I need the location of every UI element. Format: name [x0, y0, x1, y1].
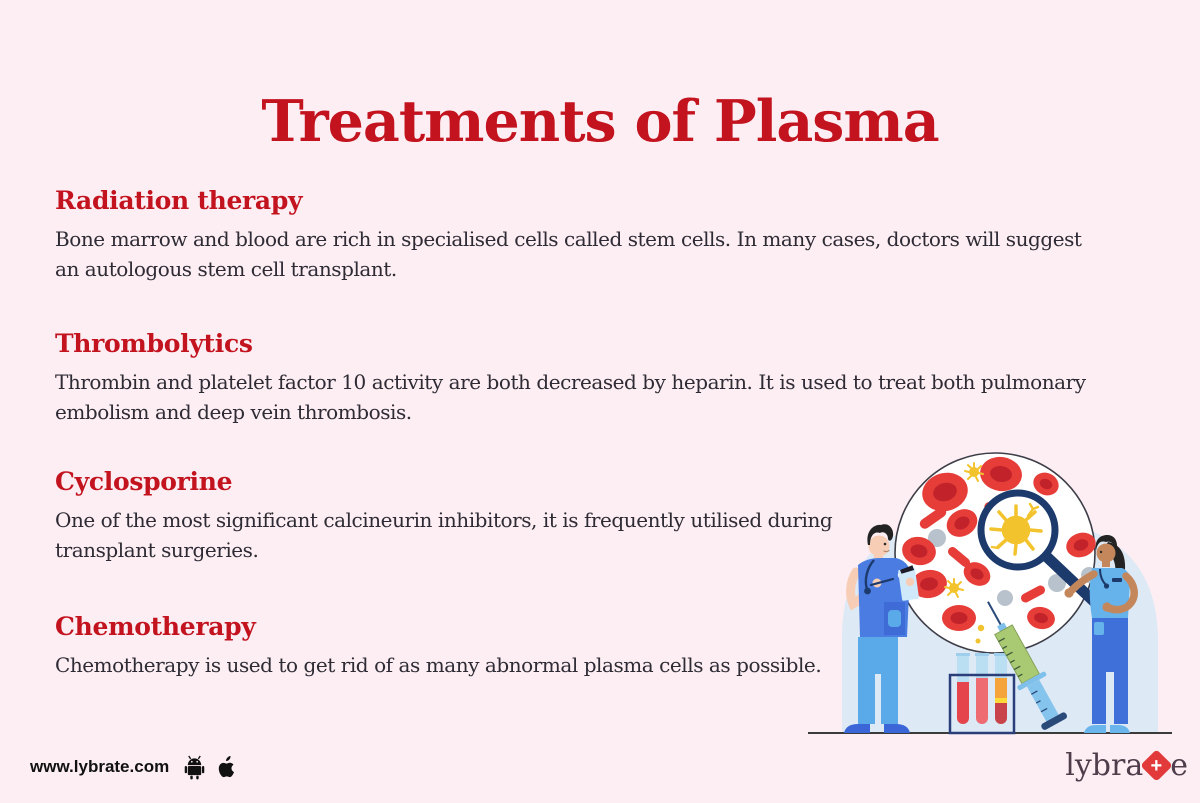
- virus-cell-icon: [944, 462, 984, 598]
- section-heading: Radiation therapy: [55, 186, 303, 215]
- doctor-male-figure: [844, 524, 919, 733]
- logo-text-after: e: [1170, 747, 1188, 783]
- hair: [1095, 535, 1118, 551]
- section-body: Bone marrow and blood are rich in specia…: [55, 227, 1082, 281]
- section-body: Chemotherapy is used to get rid of as ma…: [55, 653, 822, 677]
- section-heading: Chemotherapy: [55, 612, 256, 641]
- section-radiation-therapy: Radiation therapy Bone marrow and blood …: [55, 186, 1100, 284]
- page-title: Treatments of Plasma: [261, 88, 939, 156]
- footer-left: www.lybrate.com: [30, 752, 237, 782]
- hair: [867, 524, 894, 545]
- test-tube-rack: [948, 653, 1016, 735]
- magnifying-glass: [977, 489, 1128, 634]
- logo-text-before: lybra: [1065, 747, 1144, 783]
- droplet-icon: [975, 638, 981, 644]
- section-thrombolytics: Thrombolytics Thrombin and platelet fact…: [55, 329, 1115, 427]
- apple-icon: [216, 755, 237, 780]
- medical-illustration: [800, 432, 1200, 752]
- droplet-icon: [977, 624, 985, 632]
- website-url: www.lybrate.com: [30, 757, 170, 776]
- section-heading: Cyclosporine: [55, 467, 233, 496]
- section-cyclosporine: Cyclosporine One of the most significant…: [55, 467, 900, 565]
- magnified-cell: [989, 502, 1043, 556]
- section-heading: Thrombolytics: [55, 329, 253, 358]
- logo-plus-icon: +: [1140, 748, 1173, 782]
- section-body: Thrombin and platelet factor 10 activity…: [55, 370, 1086, 424]
- syringe: [987, 601, 1068, 730]
- doctor-female-figure: [1064, 535, 1138, 733]
- android-icon: [183, 755, 206, 780]
- stethoscope-icon: [864, 559, 875, 590]
- lybrate-logo: lybra + e: [1065, 746, 1188, 784]
- section-chemotherapy: Chemotherapy Chemotherapy is used to get…: [55, 612, 822, 680]
- section-body: One of the most significant calcineurin …: [55, 508, 833, 562]
